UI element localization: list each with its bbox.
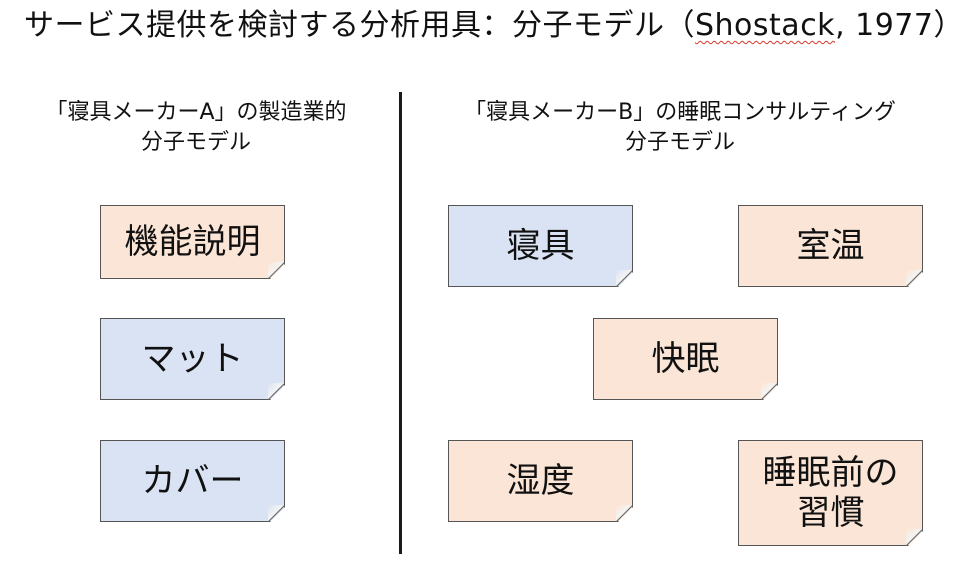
left-header-line2: 分子モデル [140, 130, 251, 155]
note-label-line2: 習慣 [796, 493, 865, 533]
note-pre-sleep-habits: 睡眠前の 習慣 [738, 440, 923, 546]
note-fold-corner [268, 505, 285, 522]
right-header-line1: 「寝具メーカーB」の睡眠コンサルティング [464, 100, 896, 125]
title-main: サービス提供を検討する分析用具：分子モデル（ [24, 8, 695, 43]
note-feature-explanation: 機能説明 [100, 205, 285, 279]
note-mat: マット [100, 318, 285, 400]
note-fold-corner [761, 383, 778, 400]
note-fold-corner [268, 383, 285, 400]
note-bedding: 寝具 [448, 205, 633, 287]
left-section-header: 「寝具メーカーA」の製造業的 分子モデル [4, 98, 388, 158]
note-label: カバー [141, 461, 244, 501]
note-fold-corner [616, 505, 633, 522]
note-fold-corner [906, 270, 923, 287]
note-label: 湿度 [506, 461, 575, 501]
note-label: 室温 [796, 226, 865, 266]
note-fold-corner [268, 262, 285, 279]
note-label: 睡眠前の 習慣 [763, 453, 899, 533]
note-label: 快眠 [651, 339, 720, 379]
right-section-header: 「寝具メーカーB」の睡眠コンサルティング 分子モデル [412, 98, 948, 158]
title-citation-author: Shostack [695, 8, 836, 43]
note-label: マット [141, 339, 244, 379]
note-good-sleep: 快眠 [593, 318, 778, 400]
note-cover: カバー [100, 440, 285, 522]
note-room-temperature: 室温 [738, 205, 923, 287]
note-fold-corner [616, 270, 633, 287]
note-humidity: 湿度 [448, 440, 633, 522]
note-fold-corner [906, 529, 923, 546]
right-header-line2: 分子モデル [624, 130, 735, 155]
page-title: サービス提供を検討する分析用具：分子モデル（Shostack, 1977） [24, 4, 954, 48]
note-label-line1: 睡眠前の [762, 453, 899, 493]
note-label: 機能説明 [124, 222, 261, 262]
left-header-line1: 「寝具メーカーA」の製造業的 [45, 100, 347, 125]
note-label: 寝具 [506, 226, 575, 266]
title-citation-year: , 1977） [835, 8, 954, 43]
section-divider [399, 92, 402, 554]
